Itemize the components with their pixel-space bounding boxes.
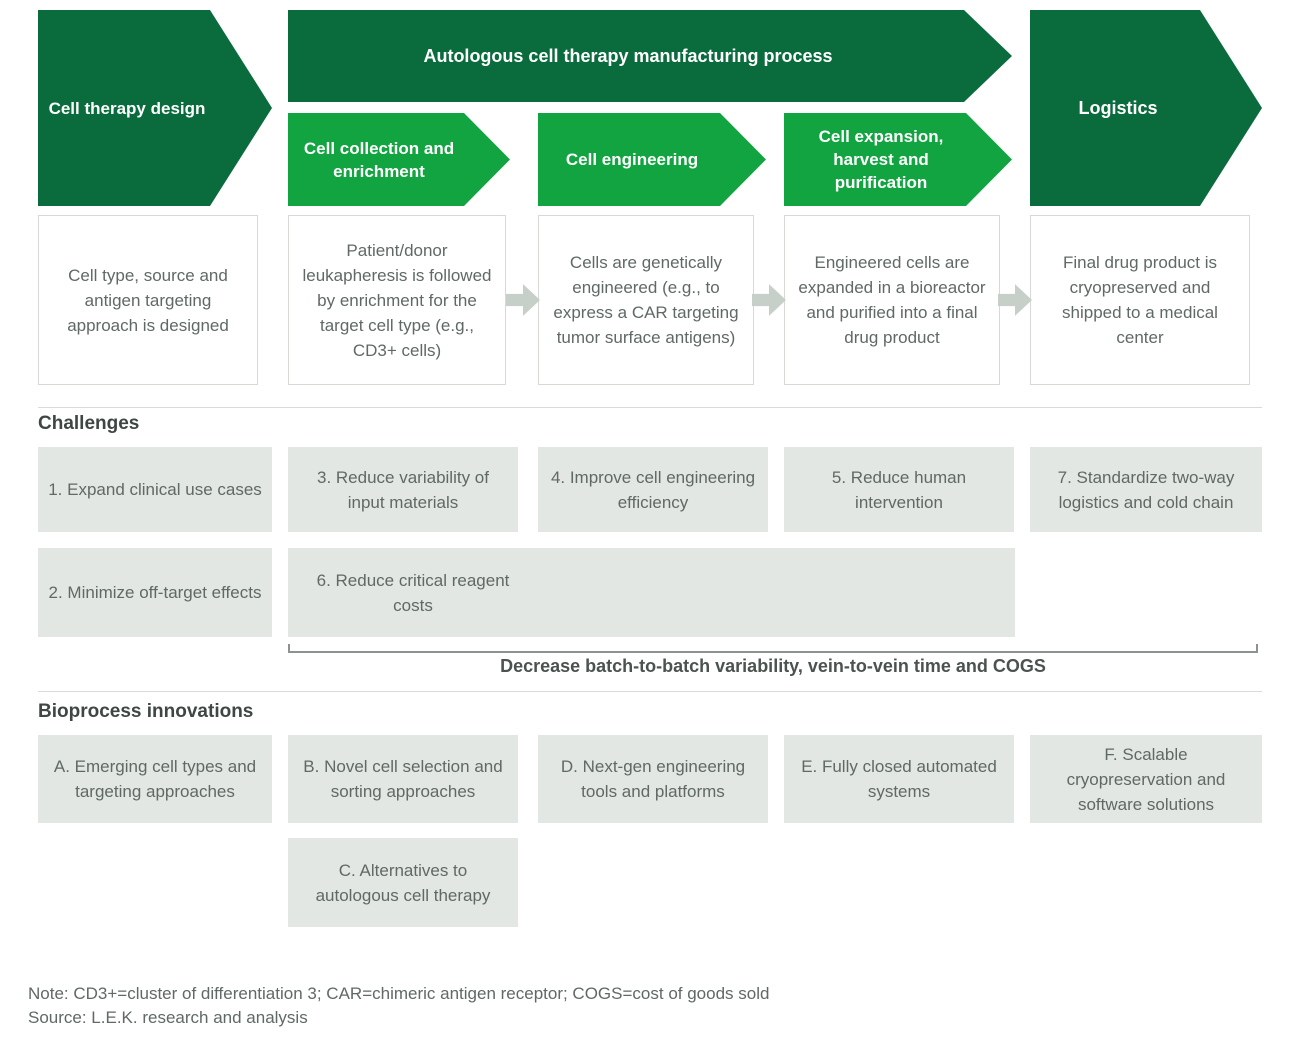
challenge-7: 7. Standardize two-way logistics and col… xyxy=(1030,447,1262,532)
stage-arrow-collection: Cell collection and enrichment xyxy=(288,113,510,206)
right-arrow-icon xyxy=(998,284,1032,316)
challenge-3: 3. Reduce variability of input materials xyxy=(288,447,518,532)
bracket-label: Decrease batch-to-batch variability, vei… xyxy=(500,656,1046,676)
stage-arrow-engineering: Cell engineering xyxy=(538,113,766,206)
description-box-design: Cell type, source and antigen targeting … xyxy=(38,215,258,385)
challenge-6-label: 6. Reduce critical reagent costs xyxy=(316,570,510,615)
innovations-divider xyxy=(38,691,1262,692)
design-arrow-label: Cell therapy design xyxy=(48,98,206,118)
innovation-f: F. Scalable cryopreservation and softwar… xyxy=(1030,735,1262,823)
description-box-engineering: Cells are genetically engineered (e.g., … xyxy=(538,215,754,385)
challenges-divider xyxy=(38,407,1262,408)
challenge-6: 6. Reduce critical reagent costs xyxy=(288,548,1015,637)
description-box-expansion: Engineered cells are expanded in a biore… xyxy=(784,215,1000,385)
challenge-4: 4. Improve cell engineering efficiency xyxy=(538,447,768,532)
challenges-title: Challenges xyxy=(38,413,140,434)
span-bracket xyxy=(288,644,1258,653)
innovations-title: Bioprocess innovations xyxy=(38,701,254,722)
process-arrow: Autologous cell therapy manufacturing pr… xyxy=(288,10,1012,102)
design-arrow: Cell therapy design xyxy=(38,10,272,206)
challenge-2: 2. Minimize off-target effects xyxy=(38,548,272,637)
stage-arrow-expansion-label: Cell expansion, harvest and purification xyxy=(818,127,944,192)
challenge-5: 5. Reduce human intervention xyxy=(784,447,1014,532)
stage-arrow-engineering-label: Cell engineering xyxy=(565,150,699,169)
innovation-a: A. Emerging cell types and targeting app… xyxy=(38,735,272,823)
note-text: Note: CD3+=cluster of differentiation 3;… xyxy=(28,984,770,1003)
logistics-arrow-label: Logistics xyxy=(1078,97,1158,118)
challenge-1: 1. Expand clinical use cases xyxy=(38,447,272,532)
innovation-d: D. Next-gen engineering tools and platfo… xyxy=(538,735,768,823)
innovation-e: E. Fully closed automated systems xyxy=(784,735,1014,823)
right-arrow-icon xyxy=(506,284,540,316)
description-box-collection: Patient/donor leukapheresis is followed … xyxy=(288,215,506,385)
right-arrow-icon xyxy=(752,284,786,316)
innovation-c: C. Alternatives to autologous cell thera… xyxy=(288,838,518,927)
stage-arrow-collection-label: Cell collection and enrichment xyxy=(303,138,455,181)
stage-arrow-expansion: Cell expansion, harvest and purification xyxy=(784,113,1012,206)
process-arrow-label: Autologous cell therapy manufacturing pr… xyxy=(423,45,833,66)
source-text: Source: L.E.K. research and analysis xyxy=(28,1008,308,1027)
description-box-logistics: Final drug product is cryopreserved and … xyxy=(1030,215,1250,385)
innovation-b: B. Novel cell selection and sorting appr… xyxy=(288,735,518,823)
logistics-arrow: Logistics xyxy=(1030,10,1262,206)
